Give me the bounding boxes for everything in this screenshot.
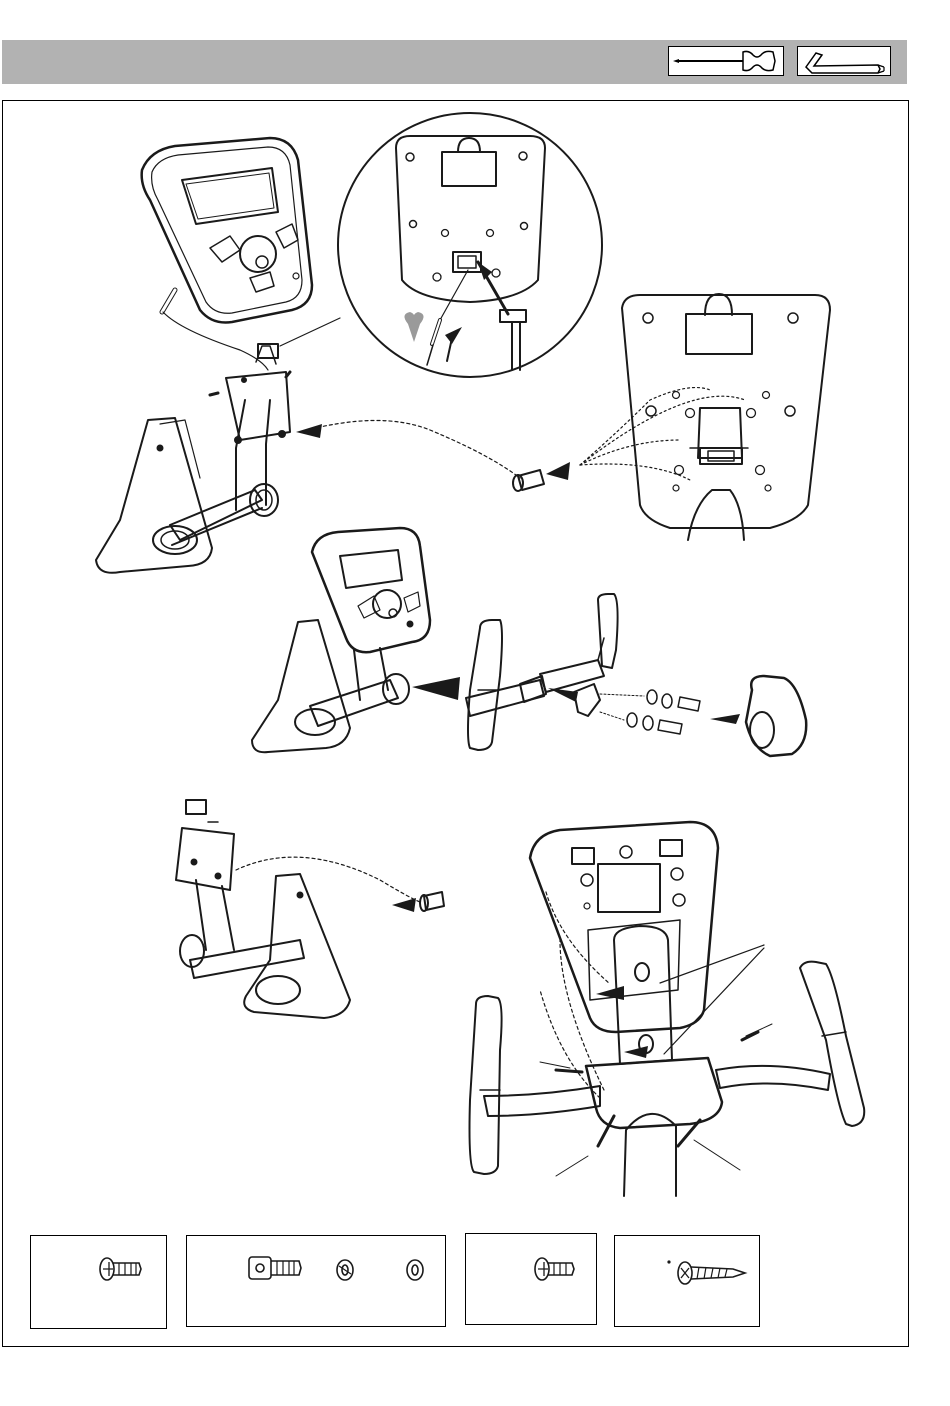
allen-bolt-lock-washer-flat-washer-icon <box>187 1236 445 1326</box>
handlebar-cover <box>710 676 806 756</box>
hardware-box-pan-head-screw-2 <box>465 1233 597 1325</box>
rear-frame-with-plate <box>176 800 444 1018</box>
rear-console-cover <box>530 822 764 1196</box>
handlebar <box>466 594 618 750</box>
hardware-box-pan-head-screw <box>30 1235 167 1329</box>
phillips-pan-head-screw-icon <box>31 1236 166 1328</box>
console-mast-plate <box>96 344 290 573</box>
frame-with-console <box>252 528 460 752</box>
handlebar-assembly-illustration <box>252 528 806 756</box>
bolts-and-washers <box>600 690 700 734</box>
console-mounting-plate-illustration <box>96 113 830 573</box>
hardware-box-allen-bolt-washers <box>186 1235 446 1327</box>
console-back-panel-detail <box>580 294 830 540</box>
screw-callout <box>513 462 570 491</box>
hardware-box-self-tapping-screw <box>614 1235 760 1327</box>
phillips-pan-head-screw-icon <box>466 1234 596 1324</box>
self-tapping-screws <box>540 892 772 1176</box>
rear-handlebar <box>470 962 865 1174</box>
console-mast-rear-cover-illustration <box>176 800 864 1196</box>
connector-detail-zoom <box>280 113 602 377</box>
console-head <box>142 138 312 370</box>
phillips-self-tapping-screw-icon <box>615 1236 759 1326</box>
heart-icon <box>404 312 423 342</box>
